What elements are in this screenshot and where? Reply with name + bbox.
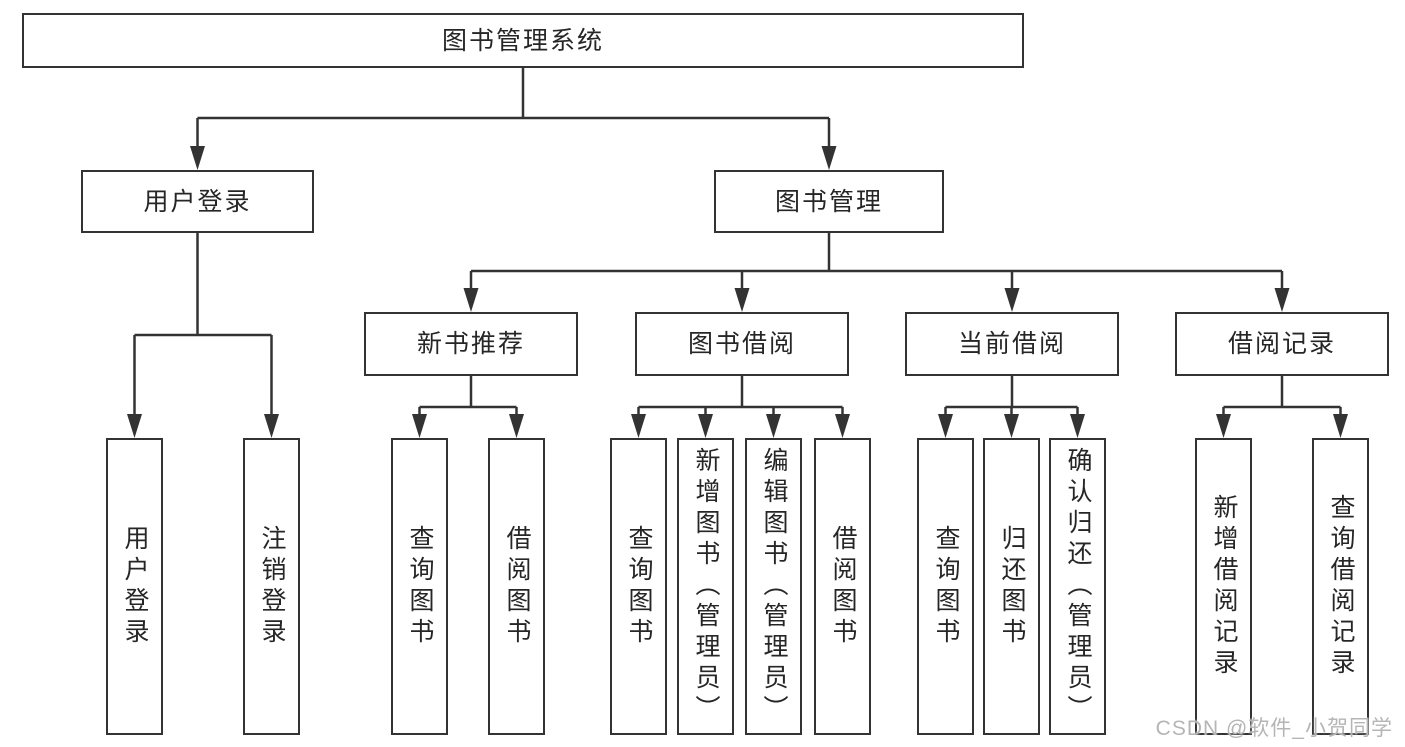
leaf-records-query-borrow-record: 查询借阅记录 — [1312, 438, 1369, 735]
edges-current-borrowing-group — [938, 376, 1085, 438]
leaf-borrowing-edit-books-admin: 编辑图书（管理员） — [745, 438, 802, 735]
leaf-current-confirm-return-admin: 确认归还（管理员） — [1049, 438, 1106, 735]
node-current-borrowing: 当前借阅 — [905, 312, 1119, 376]
leaf-borrowing-add-books-admin: 新增图书（管理员） — [677, 438, 734, 735]
leaf-borrowing-query-books: 查询图书 — [610, 438, 667, 735]
leaf-logout: 注销登录 — [243, 438, 300, 735]
leaf-recommend-query-books: 查询图书 — [391, 438, 448, 735]
edges-root-to-level2 — [190, 68, 837, 170]
edges-new-book-recommendation-group — [412, 376, 524, 438]
leaf-recommend-borrow-books: 借阅图书 — [488, 438, 545, 735]
edges-book-borrowing-group — [631, 376, 850, 438]
leaf-borrowing-borrow-books: 借阅图书 — [814, 438, 871, 735]
edges-book-management-group — [463, 233, 1290, 312]
leaf-records-add-borrow-record: 新增借阅记录 — [1195, 438, 1252, 735]
leaf-current-return-books: 归还图书 — [983, 438, 1040, 735]
edges-borrowing-records-group — [1216, 376, 1348, 438]
edges-user-login-group — [127, 233, 279, 438]
node-book-borrowing: 图书借阅 — [635, 312, 849, 376]
node-new-book-recommendation: 新书推荐 — [364, 312, 578, 376]
node-root-library-management-system: 图书管理系统 — [22, 13, 1024, 68]
leaf-user-login: 用户登录 — [106, 438, 163, 735]
csdn-watermark: CSDN @软件_小贺同学 — [1155, 717, 1393, 740]
node-borrowing-records: 借阅记录 — [1175, 312, 1389, 376]
node-user-login: 用户登录 — [81, 170, 314, 233]
leaf-current-query-books: 查询图书 — [917, 438, 974, 735]
node-book-management: 图书管理 — [714, 170, 944, 233]
